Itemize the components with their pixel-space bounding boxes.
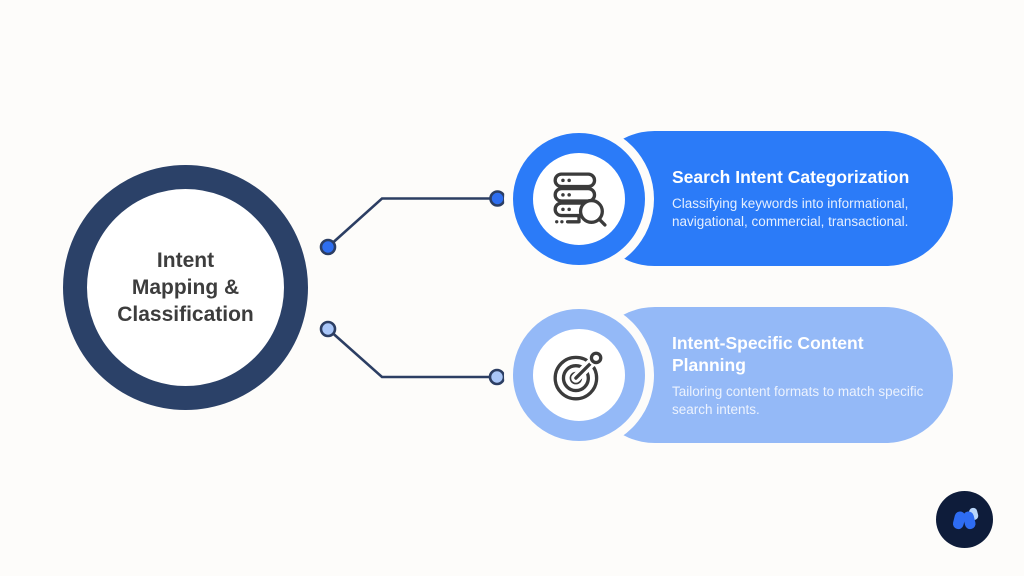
w-mark-logo-icon bbox=[936, 491, 993, 548]
card1-description: Classifying keywords into informational,… bbox=[672, 196, 909, 229]
connector-dot bbox=[488, 368, 506, 386]
card2-text-block: Intent-Specific Content Planning Tailori… bbox=[672, 307, 934, 443]
card1-text-block: Search Intent Categorization Classifying… bbox=[672, 131, 964, 266]
card-intent-specific-content-planning bbox=[587, 307, 953, 443]
card2-title: Intent-Specific Content Planning bbox=[672, 332, 864, 375]
card1-title: Search Intent Categorization bbox=[672, 167, 910, 187]
connector-dot bbox=[319, 238, 337, 256]
center-label-line: Classification bbox=[117, 303, 254, 326]
connector-top-line bbox=[327, 197, 492, 248]
server-search-icon bbox=[553, 172, 607, 227]
card-search-intent-categorization bbox=[587, 131, 953, 266]
center-node-intent-mapping: Intent Mapping & Classification bbox=[63, 165, 308, 410]
card2-icon-disc bbox=[513, 309, 645, 441]
connector-dot bbox=[489, 190, 506, 207]
center-label-line: Mapping & bbox=[131, 276, 240, 299]
connector-bottom-line bbox=[327, 328, 492, 379]
connector-dot bbox=[319, 320, 337, 338]
target-dart-icon bbox=[553, 349, 605, 401]
card2-description: Tailoring content formats to match speci… bbox=[672, 383, 924, 417]
card1-icon-disc bbox=[513, 133, 645, 265]
brand-logo bbox=[936, 491, 993, 548]
center-label-line: Intent bbox=[156, 249, 215, 272]
